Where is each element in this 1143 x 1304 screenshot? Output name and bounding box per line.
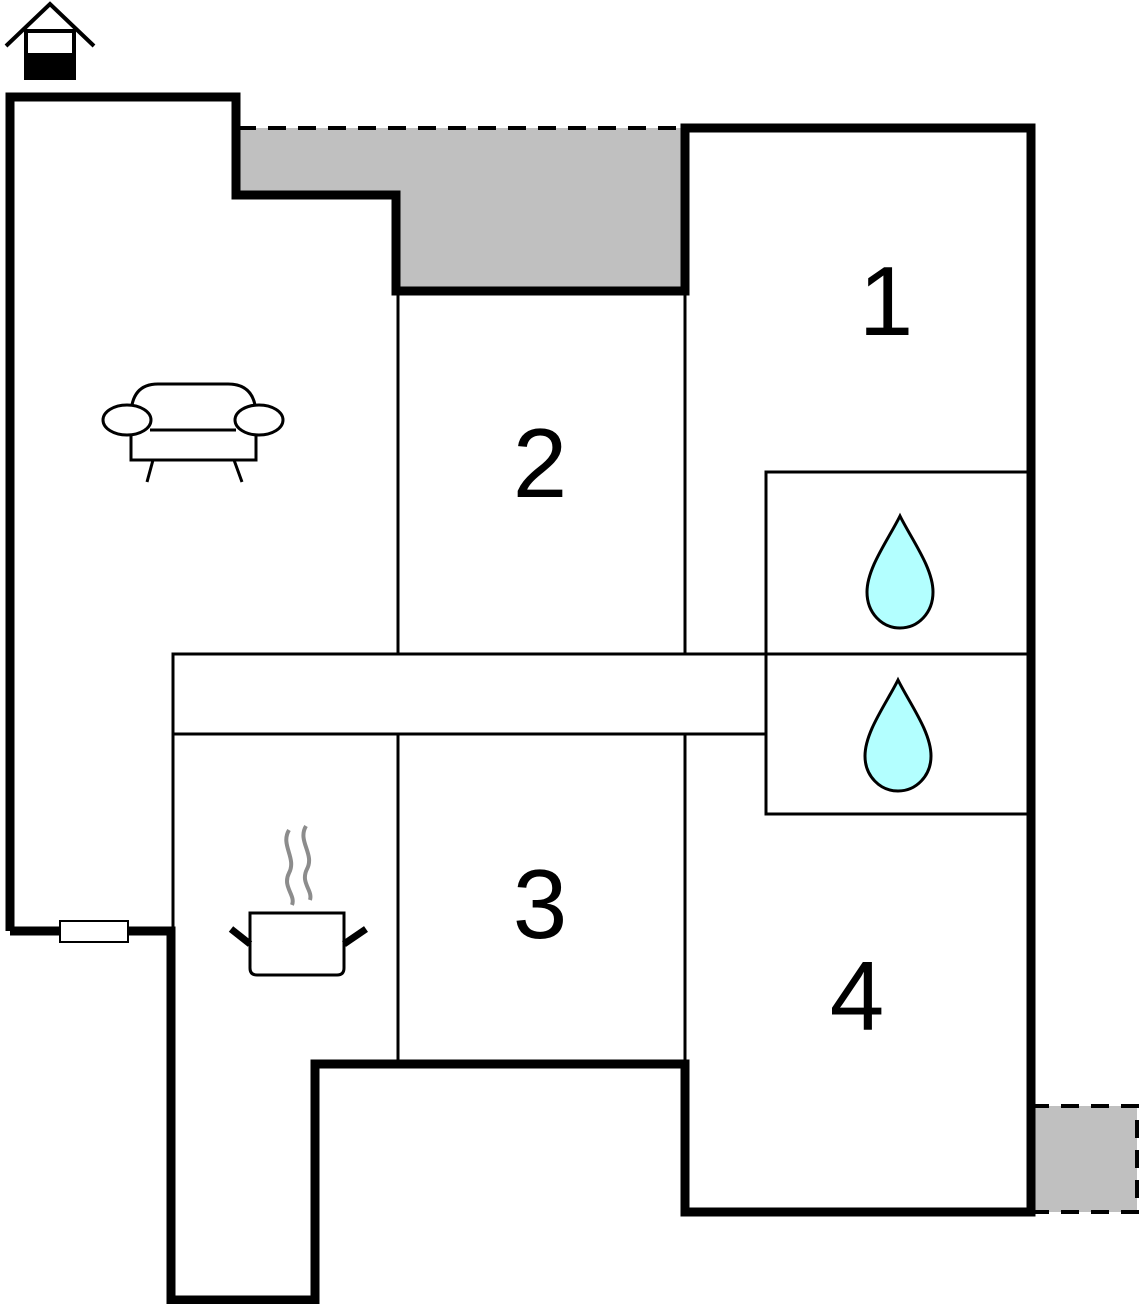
- water-drop-icon: [865, 512, 935, 630]
- cooking-pot-icon: [228, 824, 368, 977]
- exterior-walls: [5, 92, 1036, 1304]
- room-label-4: 4: [830, 941, 885, 1051]
- room-label-1: 1: [859, 246, 914, 356]
- terrace-right: [1031, 1106, 1137, 1212]
- interior-walls: [171, 291, 1030, 1063]
- room-label-2: 2: [513, 408, 568, 518]
- window: [59, 920, 129, 943]
- terrace-top: [238, 128, 682, 291]
- room-label-3: 3: [513, 849, 568, 959]
- terrace-right-open-edge: [1031, 1104, 1139, 1214]
- water-drop-icon: [863, 676, 933, 793]
- house-entrance-icon: [4, 1, 96, 80]
- sofa-icon: [101, 382, 285, 483]
